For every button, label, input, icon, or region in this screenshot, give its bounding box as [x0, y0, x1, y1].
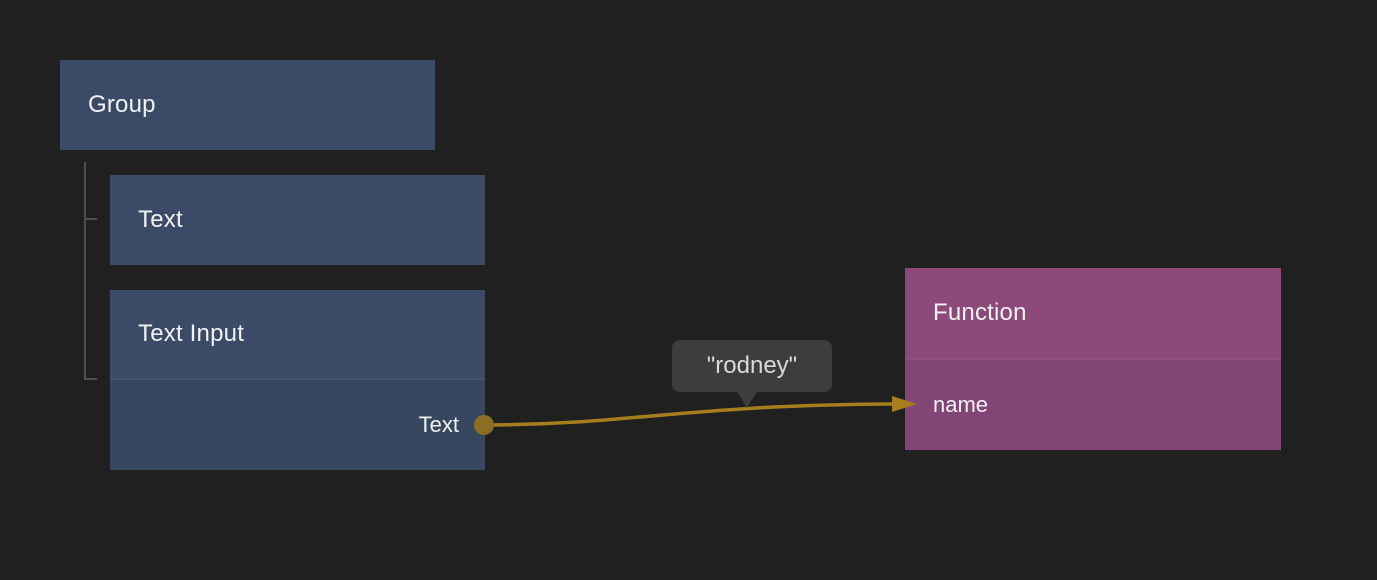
tree-connector-branch-text [84, 218, 97, 220]
connection-value-tooltip: "rodney" [672, 340, 832, 408]
node-text-input[interactable]: Text Input Text [110, 290, 485, 470]
node-function[interactable]: Function name [905, 268, 1281, 450]
output-port-label: Text [418, 412, 459, 437]
node-title: Function [933, 299, 1027, 326]
node-function-header: Function [905, 268, 1281, 358]
output-port-dot[interactable] [474, 415, 494, 435]
node-group-header: Group [60, 60, 435, 150]
node-title: Group [88, 91, 156, 118]
tree-connector-vertical-line [84, 162, 86, 380]
node-text-header: Text [110, 175, 485, 265]
node-group[interactable]: Group [60, 60, 435, 150]
node-title: Text [138, 206, 183, 233]
tree-connector-branch-text-input [84, 378, 97, 380]
node-text-input-body: Text [110, 378, 485, 470]
input-port-label: name [933, 392, 989, 417]
node-text-input-header: Text Input [110, 290, 485, 378]
node-text[interactable]: Text [110, 175, 485, 265]
node-title: Text Input [138, 320, 245, 347]
tooltip-pointer-icon [736, 390, 758, 408]
connection-wire[interactable] [491, 402, 895, 427]
connection-value-label: "rodney" [706, 352, 798, 379]
node-function-body: name [905, 358, 1281, 450]
